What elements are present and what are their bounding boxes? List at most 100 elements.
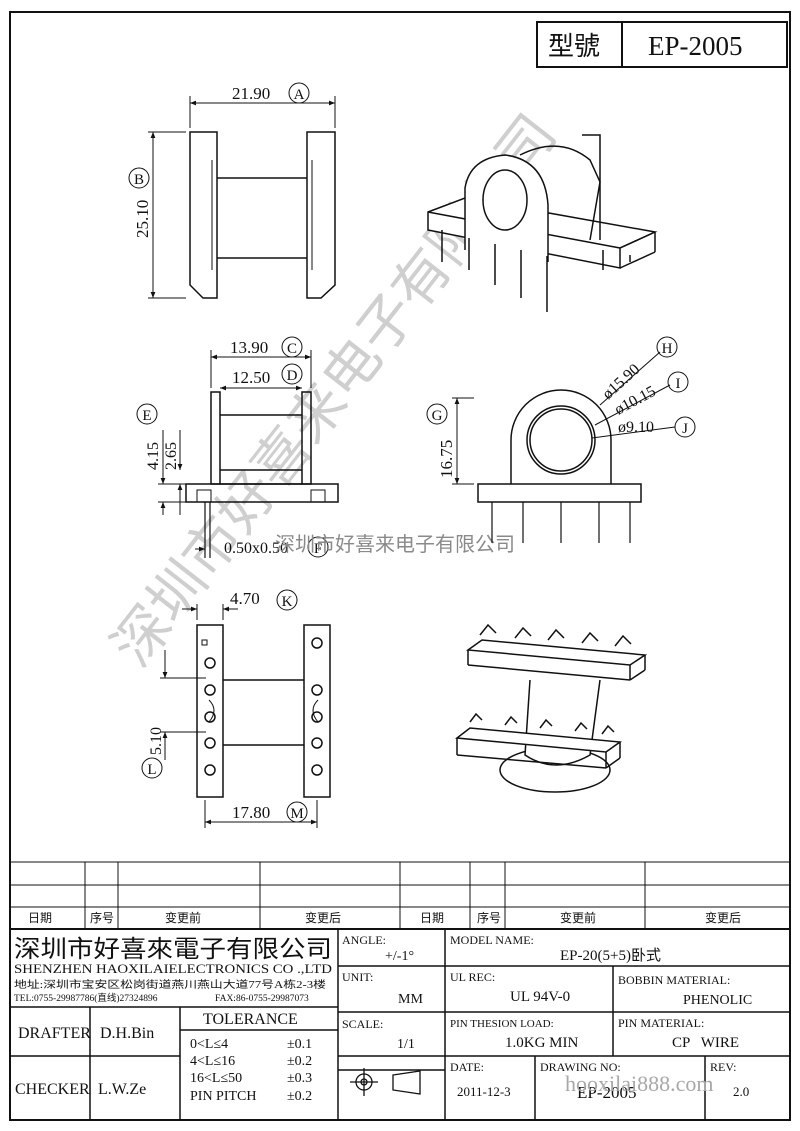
dim-C: 13.90 C: [210, 336, 312, 388]
dim-M-letter: M: [290, 806, 303, 822]
tolerance-block: TOLERANCE 0<L≤4 ±0.1 4<L≤16 ±0.2 16<L≤50…: [190, 1011, 312, 1104]
side-view: [185, 391, 339, 558]
angle-label: ANGLE:: [342, 933, 386, 947]
date-label: DATE:: [450, 1060, 484, 1074]
iso-view-top: [427, 134, 658, 312]
dim-K-letter: K: [282, 594, 293, 610]
rev-label: REV:: [710, 1060, 736, 1074]
rev-header-after-1: 变更后: [305, 910, 341, 925]
dim-K-value: 4.70: [230, 589, 260, 608]
dim-J-letter: J: [682, 421, 688, 437]
ulrec-value: UL 94V-0: [510, 989, 570, 1005]
checker-name: L.W.Ze: [98, 1081, 146, 1098]
tolerance-value-1: ±0.1: [287, 1037, 312, 1052]
dim-E-letter: E: [142, 408, 151, 424]
bobbin-label: BOBBIN MATERIAL:: [618, 973, 730, 987]
sheet-border: [9, 11, 791, 1121]
dim-F-letter: F: [314, 541, 322, 557]
dim-I-letter: I: [676, 376, 681, 392]
company-name-cn: 深圳市好喜來電子有限公司: [14, 936, 332, 963]
date-value: 2011-12-3: [457, 1084, 511, 1099]
angle-value: +/-1°: [385, 949, 414, 964]
dim-D-letter: D: [287, 368, 298, 384]
projection-symbol-icon: [350, 1068, 421, 1096]
model-header-value: EP-2005: [648, 31, 743, 61]
dim-C-value: 13.90: [230, 338, 268, 357]
drawing-value: EP-2005: [577, 1083, 637, 1102]
dim-G-letter: G: [432, 408, 443, 424]
dim-B: 25.10 B: [128, 131, 186, 299]
dim-K: 4.70 K: [182, 589, 298, 620]
watermark-center: 深圳市好喜来电子有限公司: [275, 533, 515, 556]
tolerance-range-1: 0<L≤4: [190, 1037, 228, 1052]
pinmat-label: PIN MATERIAL:: [618, 1016, 704, 1030]
dim-E-value: 4.15: [145, 442, 162, 470]
dim-M-value: 17.80: [232, 803, 270, 822]
scale-value: 1/1: [397, 1037, 415, 1052]
iso-view-bottom: [455, 623, 648, 793]
dim-A-value: 21.90: [232, 84, 270, 103]
tolerance-range-3: 16<L≤50: [190, 1071, 242, 1086]
watermark-site: hooxilai888.com: [565, 1071, 713, 1096]
model-header-label: 型號: [548, 32, 600, 61]
company-fax: FAX:86-0755-29987073: [215, 994, 309, 1004]
pinmat-value: CP WIRE: [672, 1035, 739, 1051]
dim-A: 21.90 A: [189, 82, 336, 128]
dim-G: 16.75 G: [426, 397, 474, 485]
people-block: DRAFTER D.H.Bin CHECKER L.W.Ze: [15, 1025, 154, 1098]
circle-view: [477, 389, 642, 543]
company-block: 深圳市好喜來電子有限公司 SHENZHEN HAOXILAIELECTRONIC…: [14, 936, 332, 1004]
company-name-en: SHENZHEN HAOXILAIELECTRONICS CO .,LTD: [14, 961, 332, 976]
dim-D: 12.50 D: [220, 363, 303, 391]
tolerance-value-4: ±0.2: [287, 1089, 312, 1104]
tolerance-range-4: PIN PITCH: [190, 1089, 257, 1104]
dim-F: 0.50x0.50 F: [195, 536, 329, 558]
bottom-view: [196, 624, 331, 798]
company-address: 地址:深圳市宝安区松岗街道燕川燕山大道77号A栋2-3楼: [14, 978, 326, 991]
dim-F-value: 0.50x0.50: [224, 540, 288, 557]
tolerance-value-2: ±0.2: [287, 1054, 312, 1069]
drafter-name: D.H.Bin: [100, 1025, 154, 1042]
rev-header-before-1: 变更前: [165, 910, 201, 925]
pinload-label: PIN THESION LOAD:: [450, 1018, 554, 1030]
dim-J-value: ø9.10: [618, 419, 654, 436]
scale-label: SCALE:: [342, 1017, 383, 1031]
dim-J: ø9.10 J: [591, 416, 696, 439]
unit-label: UNIT:: [342, 970, 373, 984]
dim-E: 4.15 2.65 E: [136, 403, 190, 515]
dim-M: 17.80 M: [204, 800, 318, 828]
dim-G-value: 16.75: [437, 440, 456, 478]
dim-H-letter: H: [662, 341, 673, 357]
title-block-grid: [10, 929, 790, 1120]
checker-label: CHECKER: [15, 1081, 90, 1098]
model-header-box: 型號 EP-2005: [536, 21, 788, 68]
dim-D-value: 12.50: [232, 368, 270, 387]
rev-header-after-2: 变更后: [705, 910, 741, 925]
rev-header-seq-2: 序号: [477, 910, 501, 925]
pinload-value: 1.0KG MIN: [505, 1035, 578, 1051]
drafter-label: DRAFTER: [18, 1025, 91, 1042]
front-view: [189, 131, 336, 299]
model-label: MODEL NAME:: [450, 933, 534, 947]
dim-L-value: 5.10: [148, 727, 165, 755]
bobbin-value: PHENOLIC: [683, 993, 752, 1008]
company-tel: TEL:0755-29987786(直线)27324896: [14, 992, 158, 1004]
dim-L-letter: L: [147, 762, 156, 778]
tolerance-title: TOLERANCE: [203, 1011, 298, 1028]
rev-header-date-1: 日期: [28, 911, 52, 925]
dim-A-letter: A: [294, 87, 305, 103]
dim-extra-value: 2.65: [163, 442, 180, 470]
rev-header-seq-1: 序号: [90, 910, 114, 925]
tolerance-range-2: 4<L≤16: [190, 1054, 235, 1069]
ulrec-label: UL REC:: [450, 970, 495, 984]
dim-B-letter: B: [134, 172, 144, 188]
revision-table-grid: [10, 861, 790, 930]
dim-C-letter: C: [287, 341, 297, 357]
title-fields: ANGLE: +/-1° MODEL NAME: EP-20(5+5)卧式 UN…: [342, 933, 752, 1102]
rev-header-before-2: 变更前: [560, 910, 596, 925]
rev-value: 2.0: [733, 1084, 749, 1099]
revision-table-headers: 日期 序号 变更前 变更后 日期 序号 变更前 变更后: [28, 910, 741, 925]
unit-value: MM: [398, 992, 423, 1007]
dim-L: 5.10 L: [141, 650, 206, 779]
